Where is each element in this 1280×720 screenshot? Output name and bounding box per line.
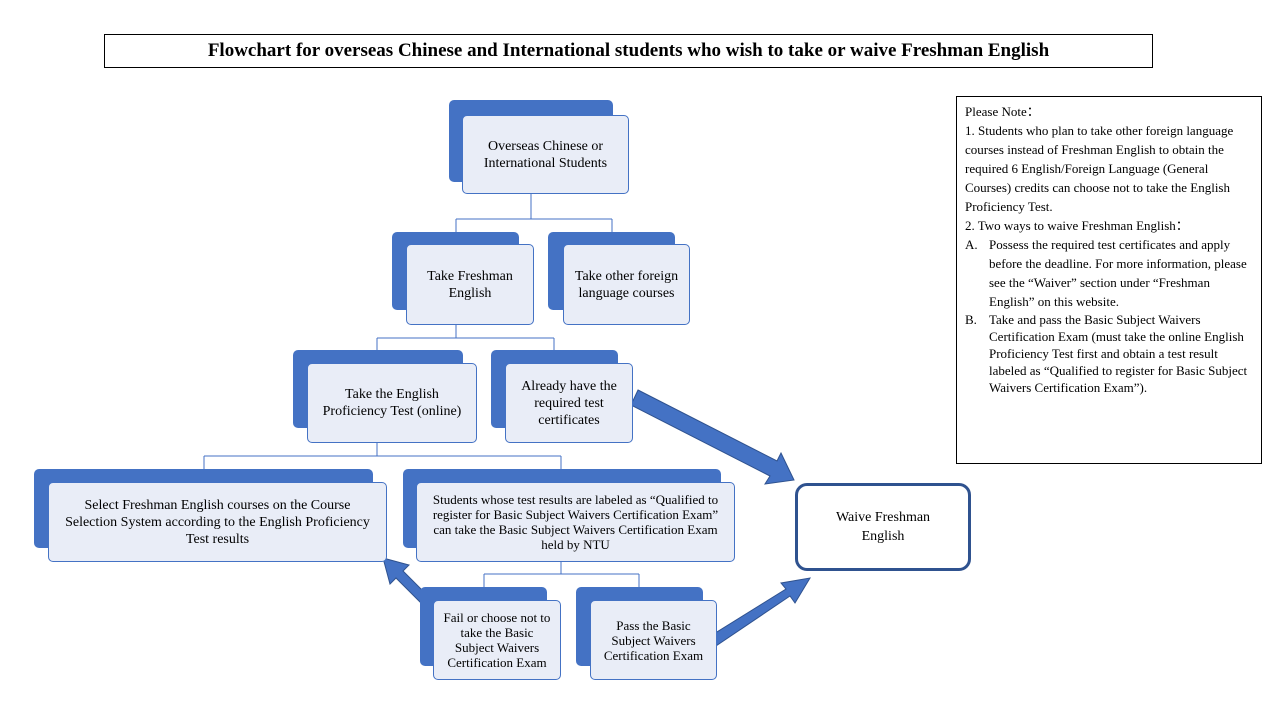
arrow-certificates-to-waive [630, 389, 795, 485]
note-heading: Please Note： [965, 104, 1040, 119]
node-select-courses-label: Select Freshman English courses on the C… [48, 482, 387, 562]
connector-freshman-split [376, 325, 555, 350]
note-item-a-text: Possess the required test certificates a… [989, 237, 1247, 309]
note-panel: Please Note： 1. Students who plan to tak… [956, 96, 1262, 464]
note-item-a-marker: A. [965, 237, 978, 252]
node-take-freshman-label: Take Freshman English [406, 244, 534, 325]
arrow-pass-to-waive [703, 577, 811, 651]
note-item-2: 2. Two ways to waive Freshman English： [965, 218, 1189, 233]
node-qualified-label: Students whose test results are labeled … [416, 482, 735, 562]
node-proficiency-test-label: Take the English Proficiency Test (onlin… [307, 363, 477, 443]
node-fail-label: Fail or choose not to take the Basic Sub… [433, 600, 561, 680]
node-already-have-label: Already have the required test certifica… [505, 363, 633, 443]
node-waive-label: Waive Freshman English [835, 510, 931, 544]
note-item-b-text: Take and pass the Basic Subject Waivers … [989, 312, 1248, 395]
node-pass-label: Pass the Basic Subject Waivers Certifica… [590, 600, 717, 680]
flowchart-title: Flowchart for overseas Chinese and Inter… [104, 34, 1153, 68]
note-item-b: B. Take and pass the Basic Subject Waive… [965, 311, 1253, 396]
connector-qualified-split [483, 562, 640, 587]
node-waive: Waive Freshman English [795, 483, 971, 571]
node-overseas-label: Overseas Chinese or International Studen… [462, 115, 629, 194]
note-item-1: 1. Students who plan to take other forei… [965, 123, 1234, 214]
connector-overseas-split [455, 194, 613, 232]
note-item-a: A. Possess the required test certificate… [965, 235, 1253, 311]
note-item-b-marker: B. [965, 312, 977, 327]
node-take-other-label: Take other foreign language courses [563, 244, 690, 325]
connector-test-split [203, 443, 562, 469]
